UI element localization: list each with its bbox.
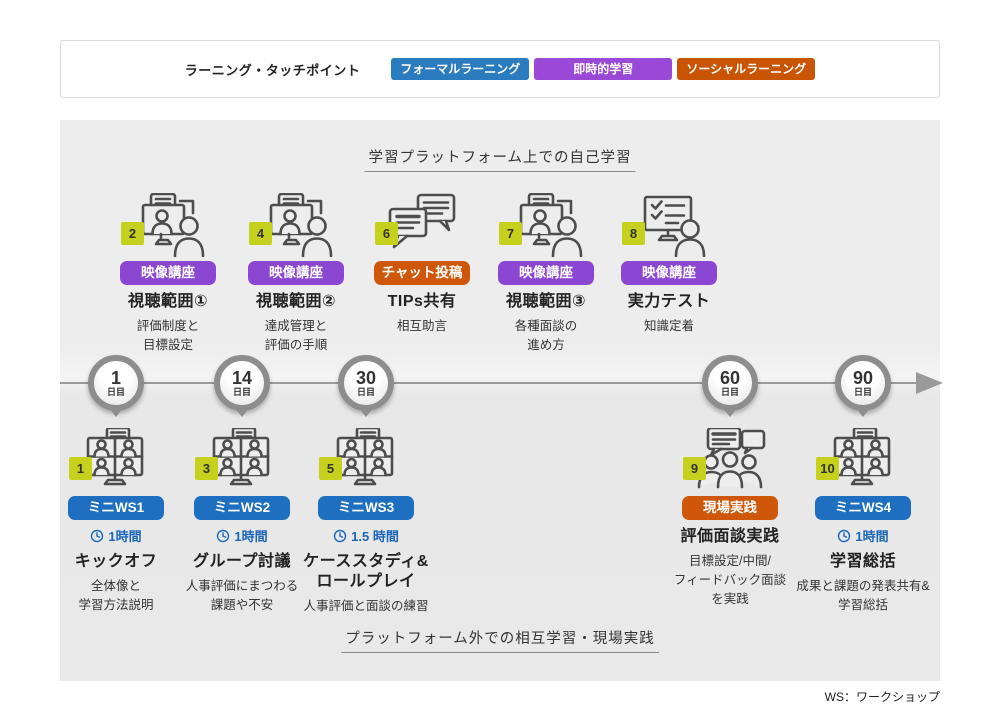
item-desc: 目標設定/中間/ フィードバック面談 を実践	[673, 554, 787, 606]
top-item-viewing-range-2: 4 映像講座 視聴範囲② 達成管理と 評価の手順	[221, 193, 371, 355]
item-desc: 達成管理と 評価の手順	[264, 319, 328, 352]
clock-icon	[90, 529, 104, 543]
category-badge: 映像講座	[120, 261, 216, 285]
category-badge: ミニWS1	[68, 496, 164, 520]
timeline-day-14: 14 日目	[214, 355, 270, 417]
top-item-viewing-range-3: 7 映像講座 視聴範囲③ 各種面談の 進め方	[471, 193, 621, 355]
timeline-day-1: 1 日目	[88, 355, 144, 417]
step-number-badge: 7	[499, 222, 522, 245]
duration: 1時間	[778, 526, 948, 545]
day-pointer-icon	[109, 408, 123, 417]
footnote: WS：ワークショップ	[824, 690, 940, 704]
day-pointer-icon	[856, 408, 870, 417]
legend-badge-social-learning: ソーシャルラーニング	[677, 58, 816, 80]
duration: 1.5 時間	[281, 526, 451, 545]
item-title: TIPs共有	[387, 293, 457, 310]
item-title: 視聴範囲①	[127, 293, 209, 310]
clock-icon	[837, 529, 851, 543]
category-badge: 映像講座	[621, 261, 717, 285]
item-desc: 評価制度と 目標設定	[136, 319, 200, 352]
legend-card: ラーニング・タッチポイント フォーマルラーニング 即時的学習 ソーシャルラーニン…	[60, 40, 940, 98]
day-pointer-icon	[723, 408, 737, 417]
outside-platform-section-label: プラットフォーム外での相互学習・現場実践	[341, 627, 659, 653]
step-number-badge: 1	[69, 457, 92, 480]
bottom-item-learning-summary: 10 ミニWS4 1時間 学習総括 成果と課題の発表共有& 学習総括	[778, 428, 948, 615]
item-title: 実力テスト	[627, 293, 711, 310]
timeline-day-90: 90 日目	[835, 355, 891, 417]
item-title: 評価面談実践	[680, 528, 780, 545]
item-title: 学習総括	[829, 553, 896, 570]
item-desc: 人事評価と面談の練習	[303, 599, 429, 613]
top-item-skill-test: 8 映像講座 実力テスト 知識定着	[594, 193, 744, 336]
step-number-badge: 2	[121, 222, 144, 245]
bottom-item-case-study: 5 ミニWS3 1.5 時間 ケーススタディ& ロールプレイ 人事評価と面談の練…	[281, 428, 451, 616]
category-badge: ミニWS4	[815, 496, 911, 520]
duration: 1時間	[31, 526, 201, 545]
legend-title: ラーニング・タッチポイント	[184, 62, 361, 78]
category-badge: 映像講座	[498, 261, 594, 285]
item-desc: 各種面談の 進め方	[514, 319, 578, 352]
legend-badge-formal-learning: フォーマルラーニング	[391, 58, 530, 80]
category-badge: 映像講座	[248, 261, 344, 285]
item-desc: 知識定着	[643, 319, 694, 333]
category-badge: ミニWS2	[194, 496, 290, 520]
legend-badge-immediate-learning: 即時的学習	[534, 58, 673, 80]
day-pointer-icon	[359, 408, 373, 417]
item-desc: 成果と課題の発表共有& 学習総括	[796, 579, 930, 612]
day-pointer-icon	[235, 408, 249, 417]
category-badge: ミニWS3	[318, 496, 414, 520]
step-number-badge: 4	[249, 222, 272, 245]
timeline-panel: 学習プラットフォーム上での自己学習 2 映像講座 視聴範囲① 評価制度と 目標設…	[60, 120, 943, 681]
timeline-day-60: 60 日目	[702, 355, 758, 417]
item-desc: 相互助言	[396, 319, 447, 333]
item-title: キックオフ	[74, 553, 158, 570]
category-badge: 現場実践	[682, 496, 778, 520]
step-number-badge: 3	[195, 457, 218, 480]
step-number-badge: 6	[375, 222, 398, 245]
item-title: 視聴範囲③	[505, 293, 587, 310]
item-desc: 人事評価にまつわる 課題や不安	[185, 579, 299, 612]
category-badge: チャット投稿	[374, 261, 470, 285]
timeline-line	[60, 382, 922, 384]
top-item-tips-sharing: 6 チャット投稿 TIPs共有 相互助言	[347, 193, 497, 336]
item-title: 視聴範囲②	[255, 293, 337, 310]
step-number-badge: 9	[683, 457, 706, 480]
bottom-item-kickoff: 1 ミニWS1 1時間 キックオフ 全体像と 学習方法説明	[31, 428, 201, 615]
bottom-item-field-practice: 9 現場実践 評価面談実践 目標設定/中間/ フィードバック面談 を実践	[645, 428, 815, 608]
timeline-arrow-icon	[916, 372, 943, 394]
step-number-badge: 10	[816, 457, 839, 480]
step-number-badge: 8	[622, 222, 645, 245]
top-item-viewing-range-1: 2 映像講座 視聴範囲① 評価制度と 目標設定	[93, 193, 243, 355]
duration: 1時間	[157, 526, 327, 545]
timeline-day-30: 30 日目	[338, 355, 394, 417]
self-learning-section-label: 学習プラットフォーム上での自己学習	[364, 146, 636, 172]
bottom-item-group-discussion: 3 ミニWS2 1時間 グループ討議 人事評価にまつわる 課題や不安	[157, 428, 327, 615]
item-title: グループ討議	[192, 553, 292, 570]
item-title: ケーススタディ& ロールプレイ	[303, 553, 429, 590]
item-desc: 全体像と 学習方法説明	[78, 579, 154, 612]
clock-icon	[216, 529, 230, 543]
clock-icon	[333, 529, 347, 543]
step-number-badge: 5	[319, 457, 342, 480]
